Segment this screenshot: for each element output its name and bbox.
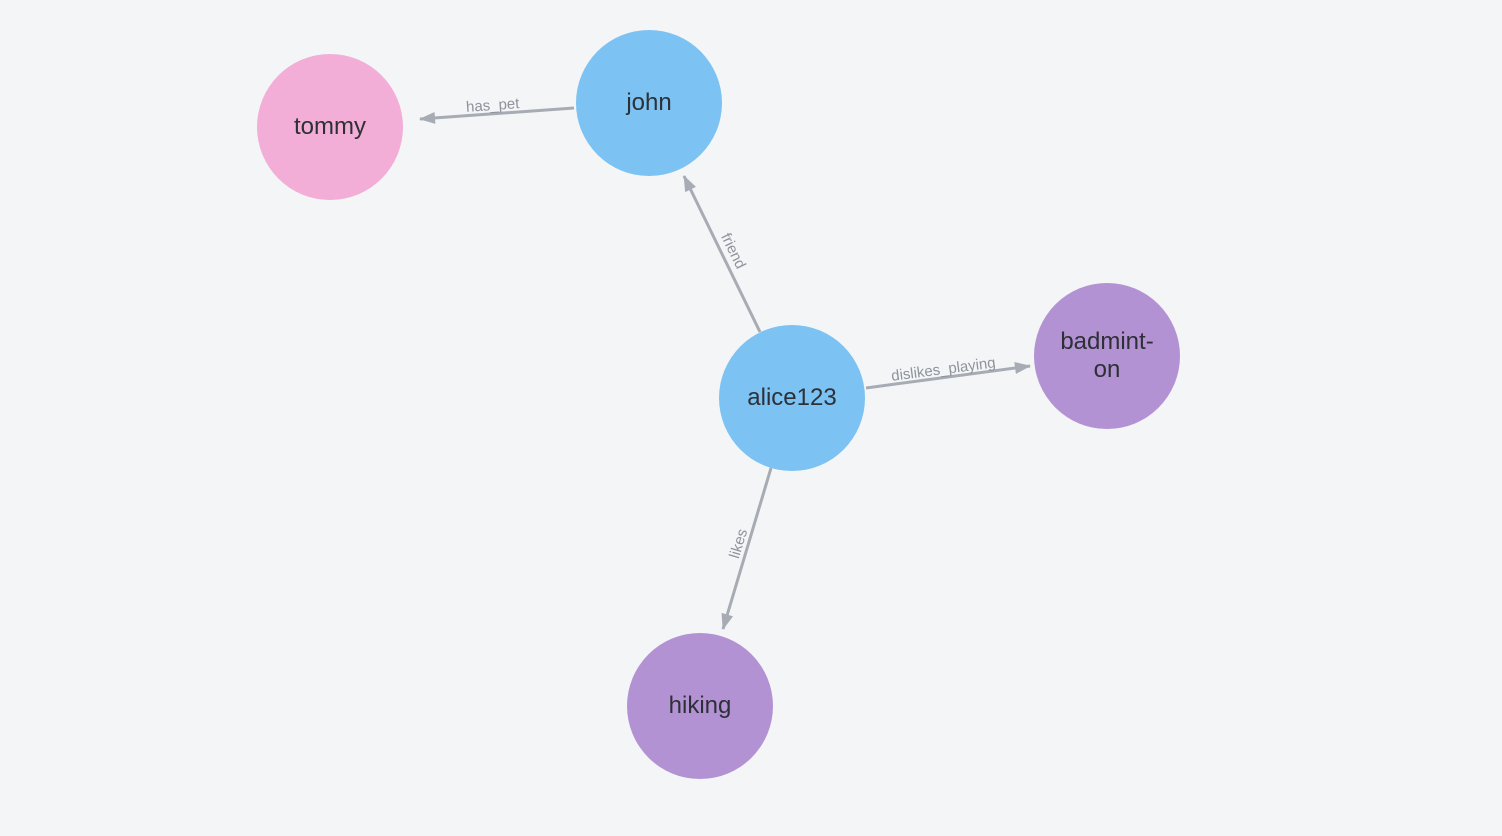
edge-likes[interactable]: likes	[721, 467, 773, 630]
node-label-john: john	[626, 89, 672, 117]
edge-line-likes[interactable]	[721, 467, 773, 630]
node-label-badminton: badmint- on	[1060, 328, 1154, 383]
node-label-tommy: tommy	[294, 113, 366, 141]
node-label-hiking: hiking	[668, 692, 732, 720]
node-john[interactable]: john	[576, 30, 722, 176]
node-label-alice123: alice123	[747, 384, 837, 412]
edge-label-likes[interactable]: likes	[726, 527, 751, 561]
node-hiking[interactable]: hiking	[627, 633, 773, 779]
edge-friend[interactable]: friend	[682, 175, 762, 333]
edge-line-dislikes-playing[interactable]	[865, 362, 1031, 390]
edge-line-has-pet[interactable]	[419, 106, 575, 124]
edge-label-dislikes-playing[interactable]: dislikes_playing	[890, 354, 996, 385]
edge-has-pet[interactable]: has_pet	[419, 95, 575, 124]
node-alice123[interactable]: alice123	[719, 325, 865, 471]
edge-label-has-pet[interactable]: has_pet	[465, 95, 520, 116]
node-badminton[interactable]: badmint- on	[1034, 283, 1180, 429]
edge-line-friend[interactable]	[682, 175, 762, 333]
node-tommy[interactable]: tommy	[257, 54, 403, 200]
edge-dislikes-playing[interactable]: dislikes_playing	[865, 354, 1031, 390]
